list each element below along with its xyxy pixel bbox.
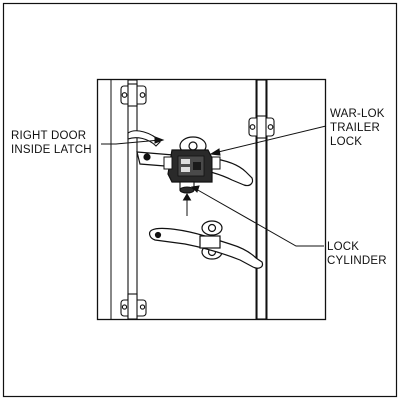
right-lock-rod: [256, 79, 267, 320]
left-lock-rod: [127, 79, 138, 320]
callout-war-lok-line3: LOCK: [330, 136, 363, 148]
lower-lock-handle: [149, 227, 264, 269]
leader-lines: [101, 125, 327, 247]
callout-right-door-line1: RIGHT DOOR: [11, 130, 87, 142]
lock-cylinder-body: [179, 181, 195, 194]
war-lok-trailer-lock: [163, 149, 221, 183]
left-rod-guide-top: [120, 83, 147, 107]
callout-right-door-inside-latch: RIGHT DOOR INSIDE LATCH: [11, 129, 92, 157]
callout-right-door-line2: INSIDE LATCH: [11, 144, 92, 156]
callout-lock-cylinder-line1: LOCK: [327, 241, 360, 253]
callout-war-lok-line2: TRAILER: [330, 122, 380, 134]
right-rod-guide-top: [248, 115, 275, 139]
callout-lock-cylinder-line2: CYLINDER: [327, 255, 387, 267]
cylinder-pointer: [182, 193, 192, 216]
left-cam-keeper: [127, 130, 161, 147]
callout-war-lok-line1: WAR-LOK: [330, 108, 385, 120]
callout-war-lok-trailer-lock: WAR-LOK TRAILER LOCK: [330, 107, 385, 149]
left-rod-guide-bottom: [120, 293, 147, 320]
callout-lock-cylinder: LOCK CYLINDER: [327, 240, 387, 268]
